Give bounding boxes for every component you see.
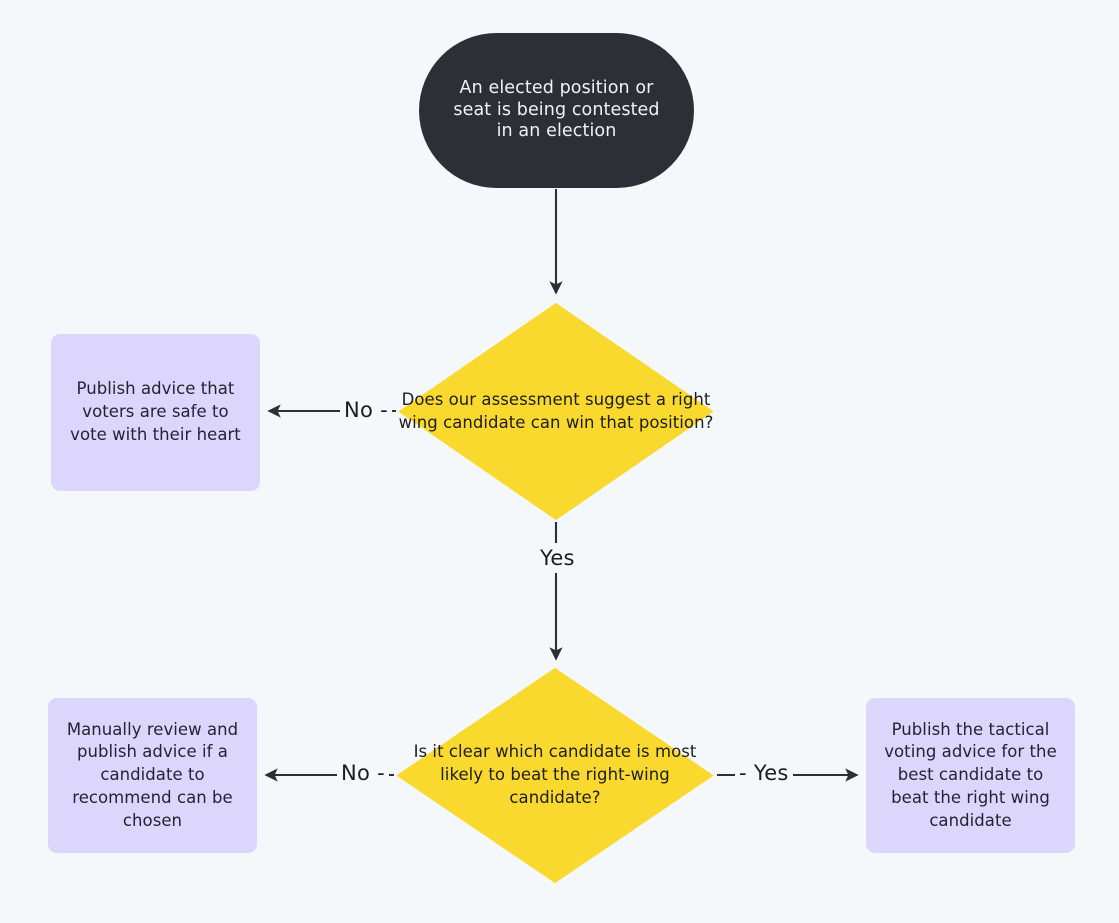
edge-label-decision-2-no: No - bbox=[337, 763, 390, 784]
node-start[interactable]: An elected position or seat is being con… bbox=[419, 33, 694, 188]
node-outcome-manual-review[interactable]: Manually review and publish advice if a … bbox=[48, 698, 257, 853]
node-start-label: An elected position or seat is being con… bbox=[453, 77, 660, 142]
node-outcome-safe-heart-label: Publish advice that voters are safe to v… bbox=[70, 379, 241, 444]
node-decision-clear-best-candidate[interactable]: Is it clear which candidate is most like… bbox=[395, 667, 715, 884]
node-outcome-manual-review-label: Manually review and publish advice if a … bbox=[66, 719, 239, 830]
node-outcome-vote-with-heart[interactable]: Publish advice that voters are safe to v… bbox=[51, 334, 260, 491]
node-outcome-tactical-label: Publish the tactical voting advice for t… bbox=[884, 719, 1057, 830]
node-decision-2-label: Is it clear which candidate is most like… bbox=[413, 742, 697, 807]
edge-label-decision-1-no: No - bbox=[340, 400, 393, 421]
edge-label-decision-1-yes: Yes bbox=[536, 548, 579, 569]
edge-label-decision-2-yes: - Yes bbox=[735, 763, 793, 784]
node-decision-1-label: Does our assessment suggest a right wing… bbox=[398, 389, 714, 432]
node-outcome-tactical-advice[interactable]: Publish the tactical voting advice for t… bbox=[866, 698, 1075, 853]
node-decision-right-wing-can-win[interactable]: Does our assessment suggest a right wing… bbox=[397, 302, 715, 521]
